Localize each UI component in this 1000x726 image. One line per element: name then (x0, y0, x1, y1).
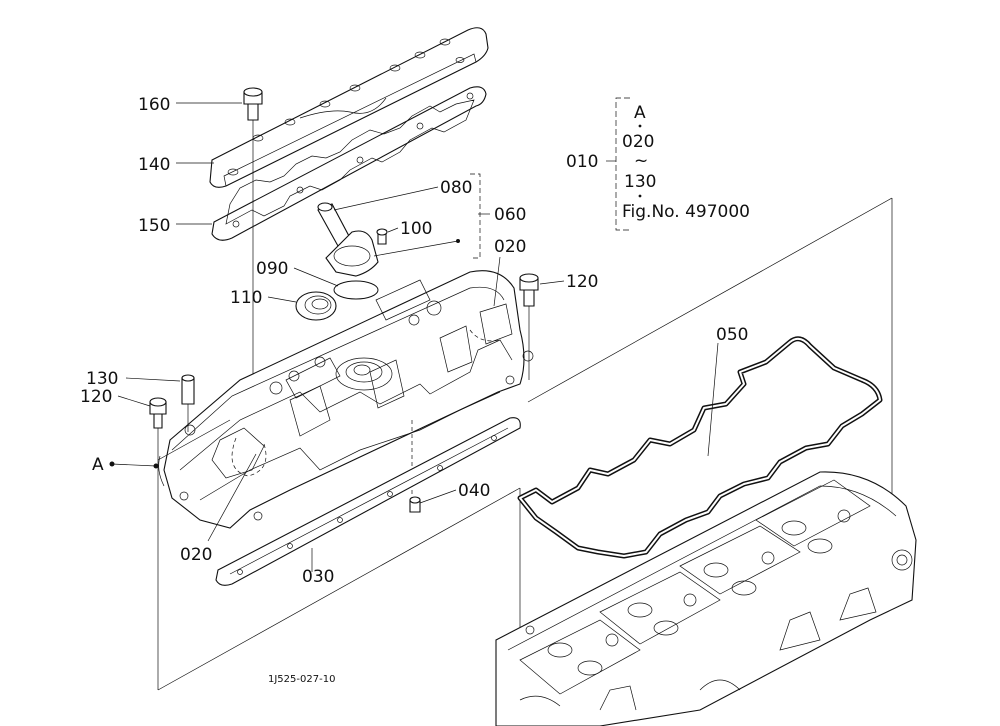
filler-cap (325, 228, 388, 277)
bolt-120-left (149, 397, 167, 460)
leader-lines (111, 102, 719, 572)
ref-dot-2 (638, 194, 642, 198)
a-dot (109, 461, 115, 467)
reference-from: 020 (622, 132, 654, 152)
bolt-160 (243, 87, 263, 400)
a-dot-end (153, 463, 159, 469)
reference-to: 130 (624, 172, 656, 192)
label-090: 090 (256, 259, 288, 279)
bracket-plate (209, 27, 489, 188)
bolt-040 (409, 496, 421, 513)
reference-group: 010 (566, 152, 598, 172)
label-050: 050 (716, 325, 748, 345)
o-ring (333, 280, 379, 300)
reference-top: A (634, 103, 646, 123)
bolt-120-right (519, 273, 539, 380)
label-080: 080 (440, 178, 472, 198)
head-cover (158, 270, 534, 529)
label-120-left: 120 (80, 387, 112, 407)
pin-130 (181, 374, 195, 432)
group-060-bracket (470, 173, 481, 259)
frame-lines (157, 197, 893, 691)
oil-seal (295, 291, 337, 321)
reference-fig: Fig.No. 497000 (622, 202, 750, 222)
label-160: 160 (138, 95, 170, 115)
label-100: 100 (400, 219, 432, 239)
rocker-cover-gasket-inner (519, 337, 881, 557)
plate-gasket (211, 86, 487, 241)
label-060: 060 (494, 205, 526, 225)
drawing-number: 1J525-027-10 (268, 674, 335, 685)
label-020-bottom: 020 (180, 545, 212, 565)
group-060-dot (456, 239, 460, 243)
label-150: 150 (138, 216, 170, 236)
label-130: 130 (86, 369, 118, 389)
ref-dot-1 (638, 124, 642, 128)
label-020-top: 020 (494, 237, 526, 257)
label-A: A (92, 455, 104, 475)
label-120-right: 120 (566, 272, 598, 292)
cylinder-head (495, 471, 917, 726)
lower-gasket (215, 417, 521, 586)
reference-tilde: ~ (634, 151, 648, 171)
label-040: 040 (458, 481, 490, 501)
label-030: 030 (302, 567, 334, 587)
label-140: 140 (138, 155, 170, 175)
label-110: 110 (230, 288, 262, 308)
reference-bracket (615, 97, 630, 231)
